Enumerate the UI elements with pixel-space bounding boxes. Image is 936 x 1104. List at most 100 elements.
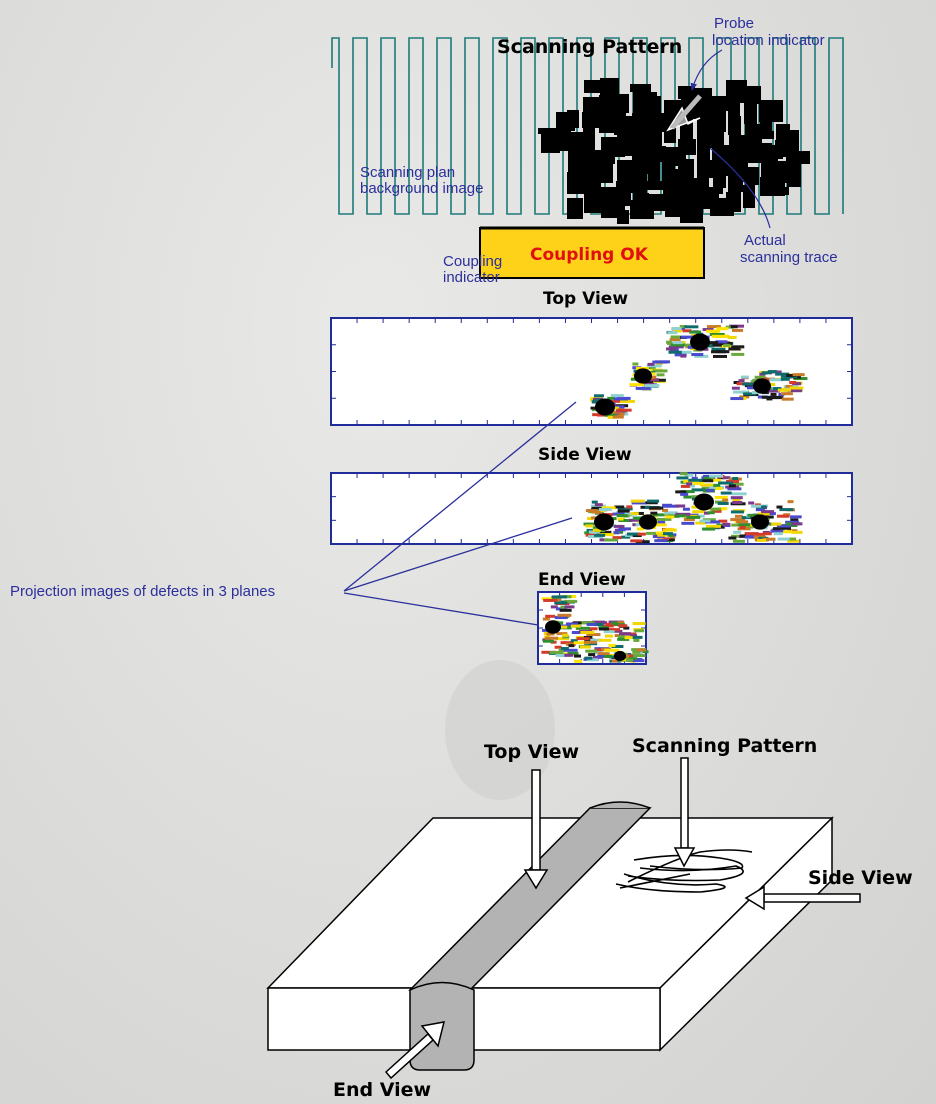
defect-mark bbox=[767, 370, 777, 374]
defect-mark bbox=[570, 639, 578, 643]
scan-trace-patch bbox=[631, 132, 648, 153]
defect-mark bbox=[730, 496, 743, 500]
scan-trace-patch bbox=[584, 80, 600, 93]
defect-mark bbox=[722, 498, 729, 502]
defect-mark bbox=[673, 329, 682, 333]
actual-scanning-trace bbox=[538, 78, 810, 224]
scan-trace-patch bbox=[728, 99, 740, 116]
probe-leader-line bbox=[690, 49, 723, 91]
defect-mark bbox=[631, 501, 647, 505]
defect-mark bbox=[584, 531, 592, 535]
defect-mark bbox=[617, 528, 626, 532]
defect-mark bbox=[630, 654, 646, 658]
defect-mark bbox=[684, 473, 694, 477]
defect-mark bbox=[781, 397, 794, 401]
defect-mark bbox=[617, 509, 630, 513]
projection-label: Projection images of defects in 3 planes bbox=[10, 583, 275, 600]
defect-mark bbox=[585, 649, 598, 653]
defect-mark bbox=[619, 632, 632, 636]
defect-mark bbox=[717, 501, 729, 505]
scan-trace-patch bbox=[758, 131, 774, 139]
defect-mark bbox=[699, 519, 711, 523]
defect-mark bbox=[585, 509, 598, 513]
defect-mark bbox=[591, 500, 598, 504]
defect-mark bbox=[618, 525, 625, 529]
specimen-scanning-pattern-label: Scanning Pattern bbox=[632, 735, 817, 757]
defect-mark bbox=[718, 341, 733, 345]
defect-mark bbox=[583, 640, 597, 644]
scan-trace-patch bbox=[614, 109, 626, 116]
scan-trace-patch bbox=[728, 176, 748, 182]
defect-mark bbox=[635, 540, 650, 544]
defect-mark bbox=[558, 648, 565, 652]
defect-mark bbox=[636, 527, 644, 531]
defect-mark bbox=[614, 634, 621, 638]
defect-mark bbox=[695, 521, 706, 525]
defect-mark bbox=[599, 538, 609, 542]
top-view-projection bbox=[330, 317, 853, 426]
defect-mark bbox=[771, 522, 782, 526]
defect-mark bbox=[691, 353, 704, 357]
defect-mark bbox=[671, 327, 682, 331]
scanning-pattern-panel: Scanning Pattern Probe location indicato… bbox=[331, 15, 844, 266]
defect-mark bbox=[725, 480, 739, 484]
defect-mark bbox=[744, 532, 759, 536]
scan-trace-patch bbox=[616, 200, 638, 206]
scan-trace-patch bbox=[617, 210, 629, 224]
defect-mark bbox=[663, 513, 679, 517]
defect-mark bbox=[733, 530, 742, 534]
projection-leader-lines bbox=[343, 401, 577, 626]
defect-mark bbox=[761, 510, 775, 514]
defect-mark bbox=[610, 394, 624, 398]
defect-mark bbox=[725, 325, 734, 329]
defect-mark bbox=[777, 514, 790, 518]
defect-mark bbox=[557, 625, 568, 629]
scan-trace-patch bbox=[744, 86, 761, 104]
defect-mark bbox=[669, 338, 681, 342]
scan-trace-patch bbox=[662, 169, 687, 185]
defect-mark bbox=[791, 522, 803, 526]
defect-mark bbox=[647, 366, 656, 370]
defect-mark bbox=[761, 371, 768, 375]
defect-mark bbox=[789, 381, 797, 385]
defect-mark bbox=[705, 488, 714, 492]
defect-mark bbox=[583, 522, 595, 526]
specimen-side-view-label: Side View bbox=[808, 867, 913, 889]
defect-mark bbox=[780, 392, 793, 396]
defect-mark bbox=[617, 530, 624, 534]
defect-mark bbox=[663, 511, 678, 515]
defect-mark bbox=[594, 503, 603, 507]
scan-trace-patch bbox=[787, 164, 801, 187]
defect-mark bbox=[701, 486, 716, 490]
defect-mark bbox=[689, 330, 702, 334]
defect-mark bbox=[787, 500, 794, 504]
scan-trace-patch bbox=[745, 124, 762, 144]
defect-mark bbox=[779, 526, 792, 530]
scan-trace-patch bbox=[711, 111, 726, 132]
defect-mark bbox=[647, 362, 655, 366]
specimen-end-view-label: End View bbox=[333, 1079, 431, 1101]
defect-mark bbox=[731, 534, 744, 538]
scan-trace-patch bbox=[584, 191, 602, 213]
defect-mark bbox=[552, 595, 568, 599]
defect-mark bbox=[541, 597, 552, 601]
defect-mark bbox=[666, 347, 677, 351]
defect-mark bbox=[675, 490, 687, 494]
defect-mark bbox=[543, 598, 558, 602]
defect-mark bbox=[623, 626, 630, 630]
defect-mark bbox=[731, 352, 745, 356]
defect-mark bbox=[586, 633, 601, 637]
defect-mark bbox=[702, 527, 716, 531]
scan-trace-patch bbox=[648, 96, 661, 113]
defect-mark bbox=[584, 656, 593, 660]
defect-mark bbox=[633, 516, 644, 520]
defect-mark bbox=[588, 627, 598, 631]
defect-mark bbox=[741, 516, 752, 520]
defect-mark bbox=[683, 343, 693, 347]
defect-mark bbox=[730, 510, 744, 514]
defect-mark bbox=[732, 477, 739, 481]
defect-mark bbox=[728, 484, 736, 488]
defect-mark bbox=[574, 654, 582, 658]
defect-mark bbox=[587, 517, 594, 521]
defect-mark bbox=[688, 478, 703, 482]
